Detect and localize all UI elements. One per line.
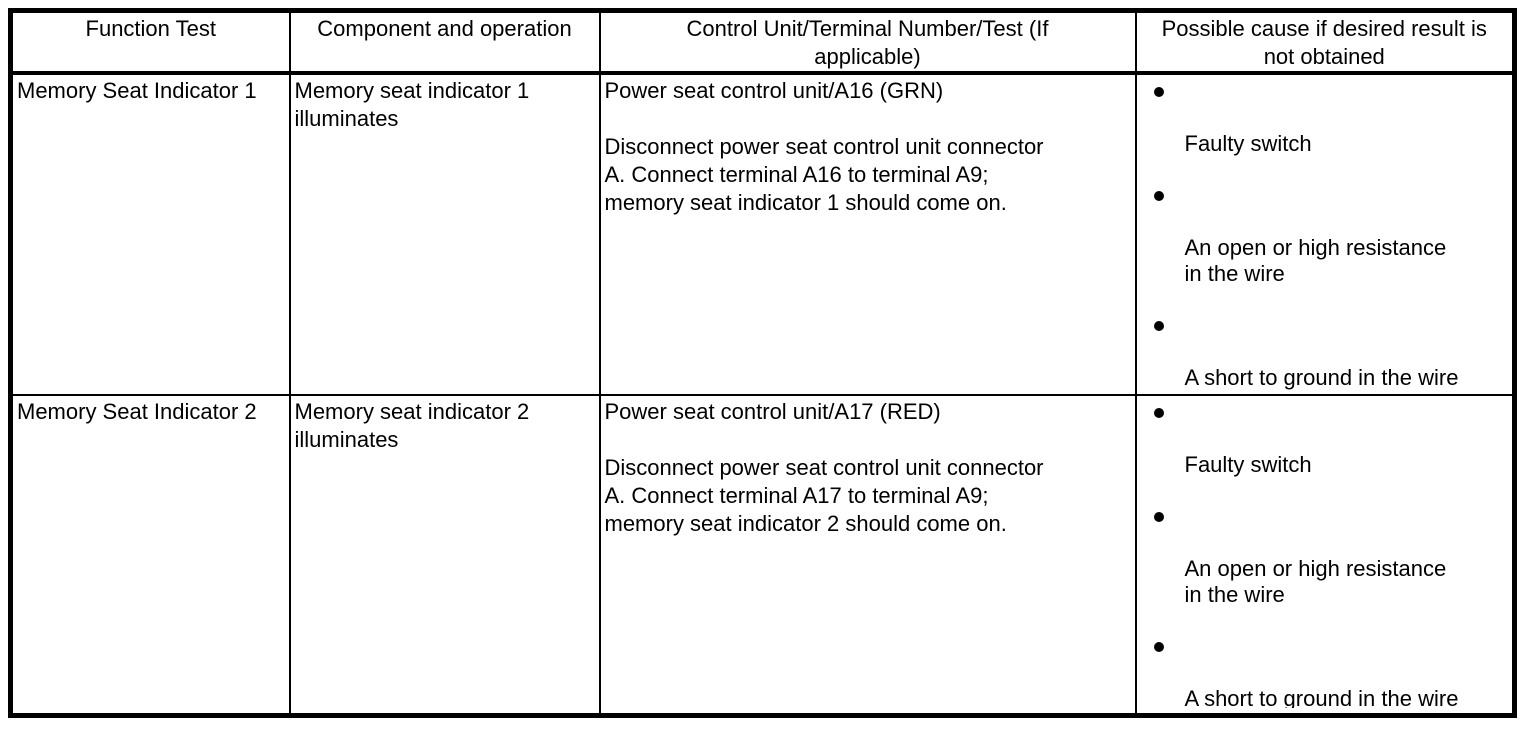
blank-line (1138, 608, 1513, 634)
cause-list: Faulty switch An open or high resistance… (1138, 397, 1513, 708)
cause-text-line: An open or high resistance (1184, 235, 1447, 260)
component-operation-line: illuminates (294, 106, 399, 131)
component-operation-line: illuminates (294, 427, 399, 452)
cause-item: Faulty switch (1138, 79, 1513, 157)
bullet-icon (1153, 408, 1164, 418)
function-test-value: Memory Seat Indicator 2 (17, 399, 257, 424)
header-label: Component and operation (317, 16, 572, 41)
cause-text-line: Faulty switch (1184, 452, 1312, 477)
blank-line (1138, 287, 1513, 313)
test-step-line: Disconnect power seat control unit conne… (604, 455, 1044, 480)
blank-line (1138, 339, 1513, 365)
blank-line (1138, 157, 1513, 183)
blank-line (1138, 660, 1513, 686)
cause-item: A short to ground in the wire (1138, 634, 1513, 708)
test-step-line: A. Connect terminal A16 to terminal A9; (604, 162, 989, 187)
cell-function-test: Memory Seat Indicator 2 (9, 394, 291, 716)
bullet-icon (1153, 191, 1164, 201)
test-step-line: memory seat indicator 2 should come on. (604, 511, 1007, 536)
bullet-icon (1153, 87, 1164, 97)
header-label: Function Test (85, 16, 216, 41)
blank-line (1138, 426, 1513, 452)
blank-line (1138, 478, 1513, 504)
cell-component-operation: Memory seat indicator 2 illuminates (288, 394, 601, 716)
column-header-possible-cause: Possible cause if desired result is not … (1134, 9, 1516, 75)
blank-line (605, 426, 1133, 454)
component-operation-line: Memory seat indicator 2 (294, 399, 530, 424)
cell-component-operation: Memory seat indicator 1 illuminates (288, 72, 601, 396)
header-label: Possible cause if desired result is (1161, 16, 1487, 41)
function-test-value: Memory Seat Indicator 1 (17, 78, 257, 103)
cell-control-unit-test: Power seat control unit/A17 (RED) Discon… (598, 394, 1137, 716)
blank-line (1138, 209, 1513, 235)
control-unit-title: Power seat control unit/A16 (GRN) (604, 78, 944, 103)
cell-possible-causes: Faulty switch An open or high resistance… (1134, 394, 1516, 716)
header-label: not obtained (1263, 44, 1385, 69)
blank-line (1138, 105, 1513, 131)
header-row: Function Test Component and operation Co… (9, 9, 1516, 75)
cause-text-line: An open or high resistance (1184, 556, 1447, 581)
cell-function-test: Memory Seat Indicator 1 (9, 72, 291, 396)
bullet-icon (1153, 321, 1164, 331)
table-row: Memory Seat Indicator 1 Memory seat indi… (9, 72, 1516, 396)
column-header-component-operation: Component and operation (288, 9, 601, 75)
blank-line (605, 105, 1133, 133)
control-unit-title: Power seat control unit/A17 (RED) (604, 399, 941, 424)
cause-item: Faulty switch (1138, 400, 1513, 478)
test-step-line: Disconnect power seat control unit conne… (604, 134, 1044, 159)
cause-item: An open or high resistance in the wire (1138, 504, 1513, 608)
blank-line (1138, 530, 1513, 556)
test-step-line: memory seat indicator 1 should come on. (604, 190, 1007, 215)
component-operation-line: Memory seat indicator 1 (294, 78, 530, 103)
table-row: Memory Seat Indicator 2 Memory seat indi… (9, 394, 1516, 716)
cell-possible-causes: Faulty switch An open or high resistance… (1134, 72, 1516, 396)
cause-text-line: A short to ground in the wire (1184, 365, 1459, 390)
cell-control-unit-test: Power seat control unit/A16 (GRN) Discon… (598, 72, 1137, 396)
cause-list: Faulty switch An open or high resistance… (1138, 75, 1513, 391)
cause-text-line: Faulty switch (1184, 131, 1312, 156)
cause-text-line: in the wire (1184, 582, 1285, 607)
cause-text-line: A short to ground in the wire (1184, 686, 1459, 708)
column-header-function-test: Function Test (9, 9, 291, 75)
cause-item: A short to ground in the wire (1138, 313, 1513, 391)
test-step-line: A. Connect terminal A17 to terminal A9; (604, 483, 989, 508)
bullet-icon (1153, 512, 1164, 522)
bullet-icon (1153, 642, 1164, 652)
header-label: applicable) (814, 44, 921, 69)
header-label: Control Unit/Terminal Number/Test (If (686, 16, 1049, 41)
cause-text-line: in the wire (1184, 261, 1285, 286)
cause-item: An open or high resistance in the wire (1138, 183, 1513, 287)
column-header-control-unit-test: Control Unit/Terminal Number/Test (If ap… (598, 9, 1137, 75)
function-test-table: Function Test Component and operation Co… (8, 8, 1517, 718)
